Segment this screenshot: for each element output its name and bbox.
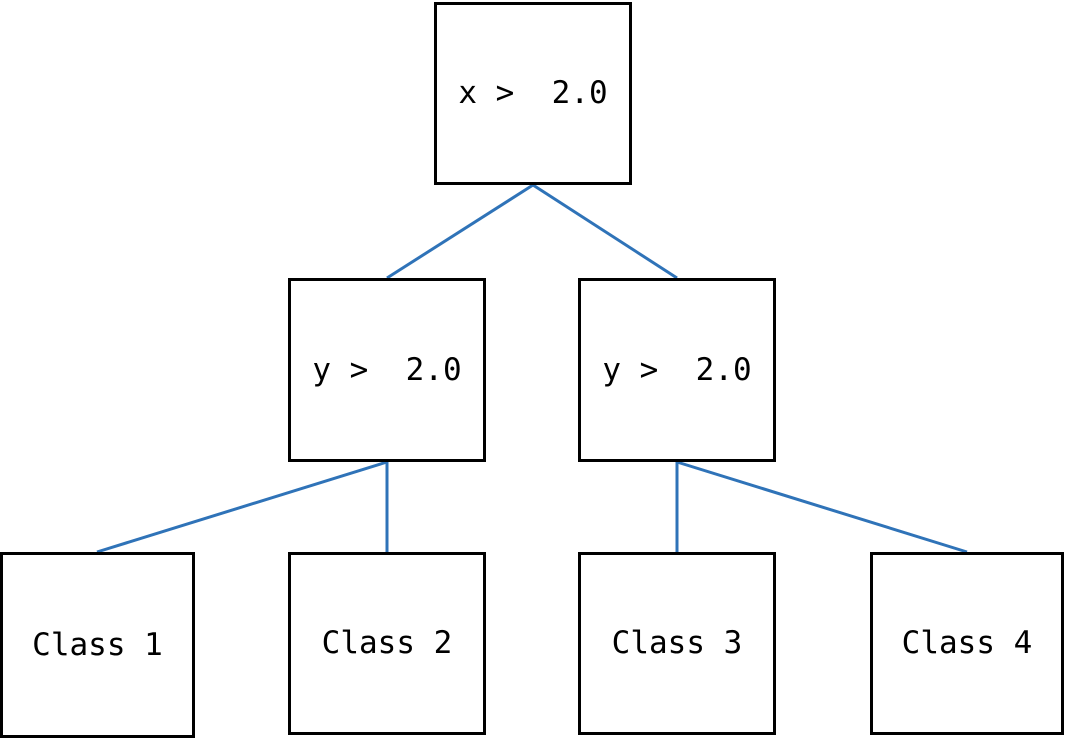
edge-root-to-mid-right bbox=[532, 183, 678, 280]
tree-node-mid-right-label: y > 2.0 bbox=[602, 351, 752, 388]
tree-node-leaf-class-1-label: Class 1 bbox=[32, 626, 163, 663]
tree-node-leaf-class-3[interactable]: Class 3 bbox=[578, 552, 776, 735]
tree-node-mid-left[interactable]: y > 2.0 bbox=[288, 278, 486, 462]
tree-node-leaf-class-3-label: Class 3 bbox=[611, 625, 743, 661]
tree-node-leaf-class-2[interactable]: Class 2 bbox=[288, 552, 486, 735]
tree-node-leaf-class-4-label: Class 4 bbox=[901, 625, 1033, 661]
tree-node-leaf-class-1[interactable]: Class 1 bbox=[0, 552, 195, 738]
edge-mid-left-to-leaf-1 bbox=[96, 460, 388, 554]
edge-mid-right-to-leaf-4 bbox=[676, 460, 968, 554]
tree-node-leaf-class-4[interactable]: Class 4 bbox=[870, 552, 1064, 735]
tree-node-root-label: x > 2.0 bbox=[458, 75, 608, 111]
tree-node-leaf-class-2-label: Class 2 bbox=[321, 625, 453, 661]
tree-node-mid-right[interactable]: y > 2.0 bbox=[578, 278, 776, 462]
edge-root-to-mid-left bbox=[386, 183, 534, 280]
tree-node-root[interactable]: x > 2.0 bbox=[434, 2, 632, 185]
tree-node-mid-left-label: y > 2.0 bbox=[312, 351, 462, 388]
